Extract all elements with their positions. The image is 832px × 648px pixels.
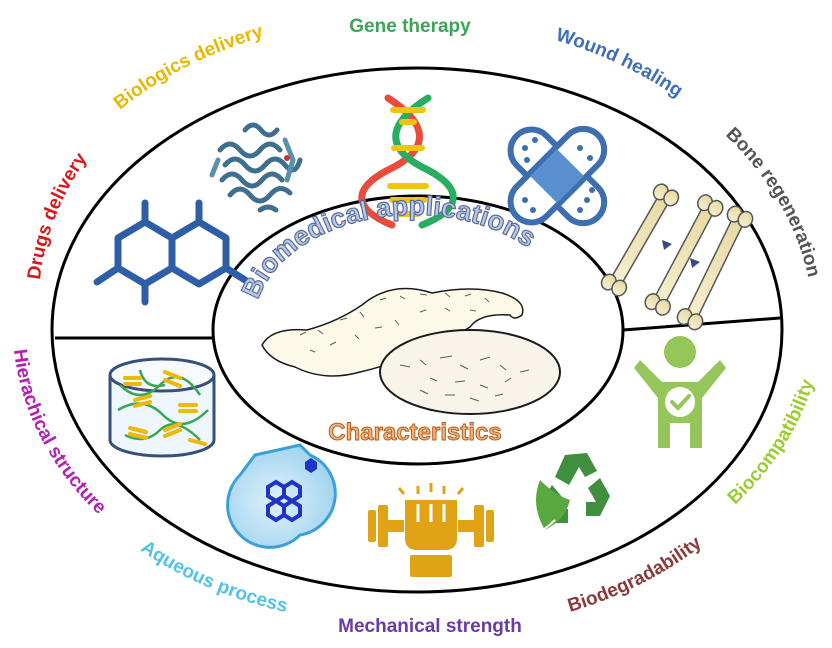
scaffold-photo [261,287,561,415]
water-drop-icon [226,443,337,549]
outer-ring [50,66,784,594]
person-check-icon [634,336,726,448]
label-gene-therapy: Gene therapy [349,16,471,37]
bone-icon [600,183,754,331]
scaffold-icon [108,357,216,458]
label-drugs-delivery: Drugs delivery [24,149,92,281]
protein-ligand [284,155,290,161]
label-mechanical-strength: Mechanical strength [338,616,522,637]
molecule-icon [93,199,249,306]
label-characteristics: Characteristics [328,419,501,446]
dna-icon [358,94,457,229]
label-wound-healing: Wound healing [554,25,687,102]
molecule-bond-highlight [125,232,200,275]
protein-icon [209,122,303,213]
arrow-icon [662,240,700,268]
bandage-icon [507,125,608,227]
label-hierachical-structure: Hierachical structure [9,348,110,519]
label-biomedical-applications: Biomedical applications [236,191,542,303]
label-bone-regeneration: Bone regeneration [722,124,824,280]
label-biodegradability: Biodegradability [565,532,706,617]
recycle-icon [534,453,610,535]
strength-icon [368,483,494,577]
